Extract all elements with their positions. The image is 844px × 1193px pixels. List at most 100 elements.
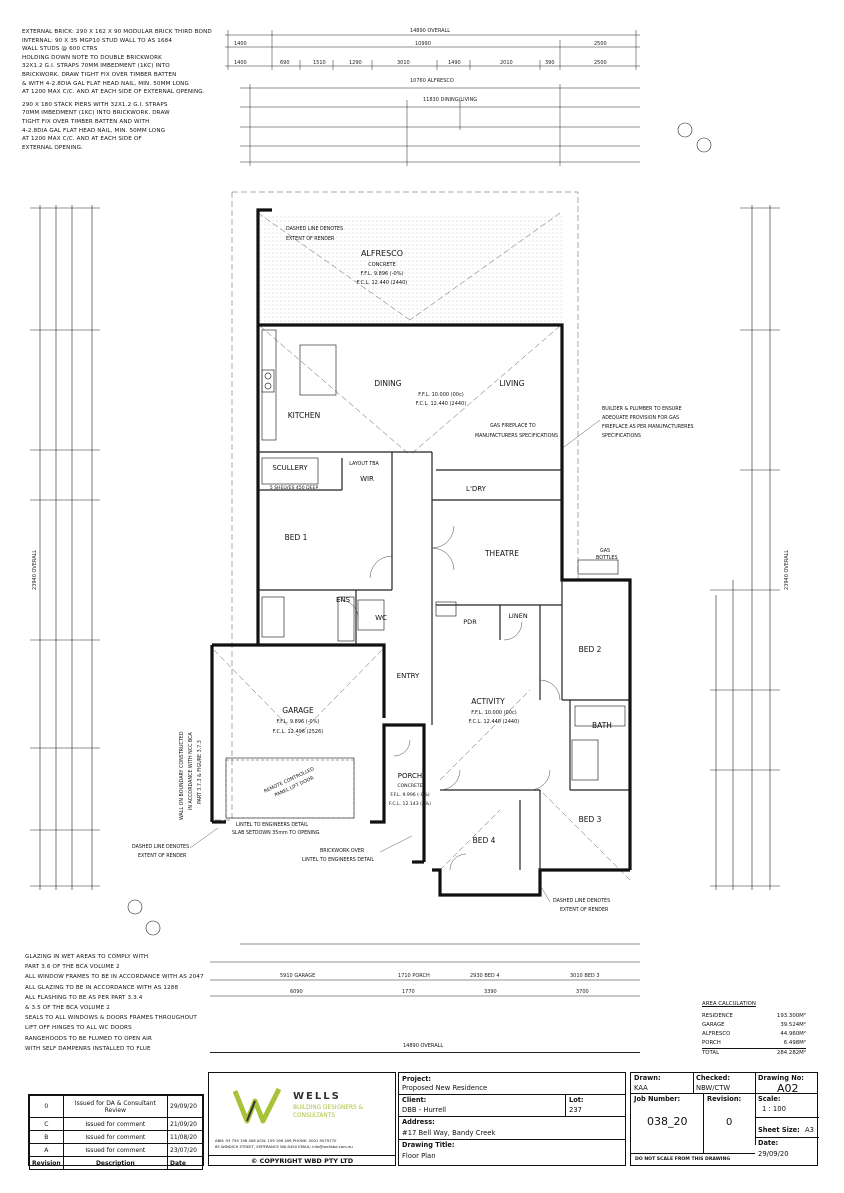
- dim-top-r2-2: 690: [280, 60, 290, 66]
- svg-text:FIREPLACE AS PER MANUFACTURERE: FIREPLACE AS PER MANUFACTURERES: [602, 424, 694, 430]
- drawing-number: A02: [777, 1082, 799, 1095]
- room-layout: LAYOUT TBA: [349, 461, 379, 467]
- company-name: WELLS: [293, 1091, 341, 1102]
- svg-text:F.C.L. 12.496 (2526): F.C.L. 12.496 (2526): [273, 729, 323, 735]
- dim-top-r2-3: 1510: [313, 60, 326, 66]
- svg-text:DASHED LINE DENOTES: DASHED LINE DENOTES: [553, 898, 610, 904]
- room-bed2: BED 2: [579, 645, 602, 654]
- svg-text:DASHED LINE DENOTES: DASHED LINE DENOTES: [132, 844, 189, 850]
- svg-text:F.F.L. 10.000 (00c): F.F.L. 10.000 (00c): [471, 710, 516, 716]
- room-wc: WC: [375, 614, 387, 622]
- dim-top-r2-6: 1490: [448, 60, 461, 66]
- project-name: Proposed New Residence: [402, 1084, 488, 1092]
- svg-text:5910 GARAGE: 5910 GARAGE: [280, 973, 315, 979]
- glazing-notes: GLAZING IN WET AREAS TO COMPLY WITH PART…: [25, 954, 204, 1052]
- room-ens: ENS: [336, 596, 351, 604]
- bottom-dimensions: 5910 GARAGE 1710 PORCH 2930 BED 4 3010 B…: [210, 943, 640, 997]
- drawing-info-block: Drawn: KAA Checked: NBW/CTW Drawing No: …: [630, 1072, 819, 1166]
- svg-text:LINTEL TO ENGINEERS DETAIL: LINTEL TO ENGINEERS DETAIL: [302, 857, 374, 863]
- svg-text:EXTENT OF RENDER: EXTENT OF RENDER: [138, 853, 187, 859]
- svg-text:F.F.L. 9.996 (-0%): F.F.L. 9.996 (-0%): [390, 792, 430, 798]
- svg-text:F.F.L. 9.896 (-0%): F.F.L. 9.896 (-0%): [277, 719, 320, 725]
- svg-text:SPECIFICATIONS: SPECIFICATIONS: [602, 433, 641, 439]
- svg-text:GAS FIREPLACE TO: GAS FIREPLACE TO: [490, 423, 536, 429]
- area-title: AREA CALCULATION: [702, 1001, 756, 1007]
- scale: 1 : 100: [762, 1105, 786, 1113]
- room-kitchen: KITCHEN: [288, 411, 321, 420]
- svg-text:1710 PORCH: 1710 PORCH: [398, 973, 430, 979]
- svg-text:MANUFACTURERS SPECIFICATIONS: MANUFACTURERS SPECIFICATIONS: [475, 433, 558, 439]
- garage-door: [225, 759, 355, 819]
- room-dining: DINING: [374, 379, 401, 388]
- svg-text:3700: 3700: [576, 989, 589, 995]
- svg-text:ADEQUATE PROVISION FOR GAS: ADEQUATE PROVISION FOR GAS: [602, 415, 679, 421]
- room-bath: BATH: [592, 721, 612, 730]
- dim-bottom-overall: 14890 OVERALL: [403, 1043, 444, 1049]
- dim-top-r2-5: 3010: [397, 60, 410, 66]
- room-porch: PORCH: [398, 772, 422, 780]
- drawing-title: Floor Plan: [402, 1152, 436, 1160]
- svg-text:GAS: GAS: [600, 548, 610, 554]
- copyright: © COPYRIGHT WBD PTY LTD: [209, 1155, 395, 1165]
- top-dimensions: 14890 OVERALL 1400 10990 2500 1400 690 1…: [225, 28, 640, 166]
- room-wir: WIR: [360, 475, 374, 483]
- lot-number: 237: [569, 1106, 582, 1114]
- svg-text:DASHED LINE DENOTES: DASHED LINE DENOTES: [286, 226, 343, 232]
- address: #17 Bell Way, Bandy Creek: [402, 1129, 496, 1137]
- room-living: LIVING: [499, 379, 524, 388]
- table-row: B Issued for comment 11/08/20: [29, 1130, 203, 1144]
- project-block: Project: Proposed New Residence Client: …: [398, 1072, 626, 1166]
- door-swings: [339, 525, 561, 871]
- svg-text:CONCRETE: CONCRETE: [397, 783, 422, 789]
- svg-text:F.C.L. 12.440 (2440): F.C.L. 12.440 (2440): [416, 401, 466, 407]
- revision-table: 0 Issued for DA & Consultant Review 29/0…: [28, 1094, 204, 1170]
- svg-text:SLAB SETDOWN 35mm TO OPENING: SLAB SETDOWN 35mm TO OPENING: [232, 830, 320, 836]
- company-block: WELLS BUILDING DESIGNERS & CONSULTANTS A…: [208, 1072, 396, 1166]
- table-header: Revision Description Date: [29, 1156, 203, 1170]
- svg-text:EXTENT OF RENDER: EXTENT OF RENDER: [560, 907, 609, 913]
- company-line1: ABN: 93 759 196 406 ACN: 159 196 406 PHO…: [215, 1138, 337, 1143]
- roof-lines: [210, 191, 631, 881]
- dim-top-2: 10990: [415, 41, 431, 47]
- room-bed3: BED 3: [579, 815, 602, 824]
- side-dimensions: 23940 OVERALL 23940 OVERALL: [30, 205, 790, 890]
- dim-bottom-overall-line: [210, 1052, 640, 1053]
- section-markers: [127, 122, 712, 936]
- floor-plan: 14890 OVERALL 1400 10990 2500 1400 690 1…: [30, 28, 790, 997]
- drawn-by: KAA: [634, 1084, 648, 1092]
- svg-text:WALL ON BOUNDARY CONSTRUCTED: WALL ON BOUNDARY CONSTRUCTED: [179, 731, 185, 820]
- dim-right-overall: 23940 OVERALL: [784, 550, 790, 590]
- dim-top-1: 1400: [234, 41, 247, 47]
- checked-by: NBW/CTW: [696, 1084, 731, 1092]
- dim-left-overall: 23940 OVERALL: [32, 550, 38, 590]
- room-alfresco: ALFRESCO: [361, 249, 403, 258]
- svg-text:BRICKWORK OVER: BRICKWORK OVER: [320, 848, 365, 854]
- svg-text:IN ACCORDANCE WITH NCC BCA: IN ACCORDANCE WITH NCC BCA: [188, 731, 194, 810]
- annotations: DASHED LINE DENOTES EXTENT OF RENDER GAS…: [132, 226, 694, 913]
- construction-notes: EXTERNAL BRICK: 290 x 162 x 90 MODULAR B…: [22, 29, 212, 151]
- dim-top-r2-7: 2010: [500, 60, 513, 66]
- svg-text:CONCRETE: CONCRETE: [368, 262, 396, 268]
- dim-top-3: 2500: [594, 41, 607, 47]
- room-scullery: SCULLERY: [272, 464, 308, 472]
- internal-walls: [258, 451, 630, 870]
- room-theatre: THEATRE: [484, 549, 519, 558]
- drawing-date: 29/09/20: [758, 1150, 789, 1158]
- room-activity: ACTIVITY: [471, 697, 505, 706]
- company-line2: 65 WINDICH STREET, ESPERANCE WA 6450 EMA…: [215, 1144, 353, 1149]
- svg-text:F.C.L. 12.440 (2440): F.C.L. 12.440 (2440): [469, 719, 519, 725]
- dim-top-r2-4: 1290: [349, 60, 362, 66]
- room-bed4: BED 4: [473, 836, 496, 845]
- svg-text:F.F.L. 10.000 (00c): F.F.L. 10.000 (00c): [418, 392, 463, 398]
- room-labels: ALFRESCO CONCRETE F.F.L. 9.896 (-0%) F.C…: [270, 249, 612, 845]
- scale-warning: DO NOT SCALE FROM THIS DRAWING: [635, 1157, 731, 1162]
- svg-text:LINTEL TO ENGINEERS DETAIL: LINTEL TO ENGINEERS DETAIL: [236, 822, 308, 828]
- company-logo: [233, 1087, 282, 1124]
- svg-text:F.C.L. 12.440 (2440): F.C.L. 12.440 (2440): [357, 280, 407, 286]
- svg-text:3010 BED 3: 3010 BED 3: [570, 973, 600, 979]
